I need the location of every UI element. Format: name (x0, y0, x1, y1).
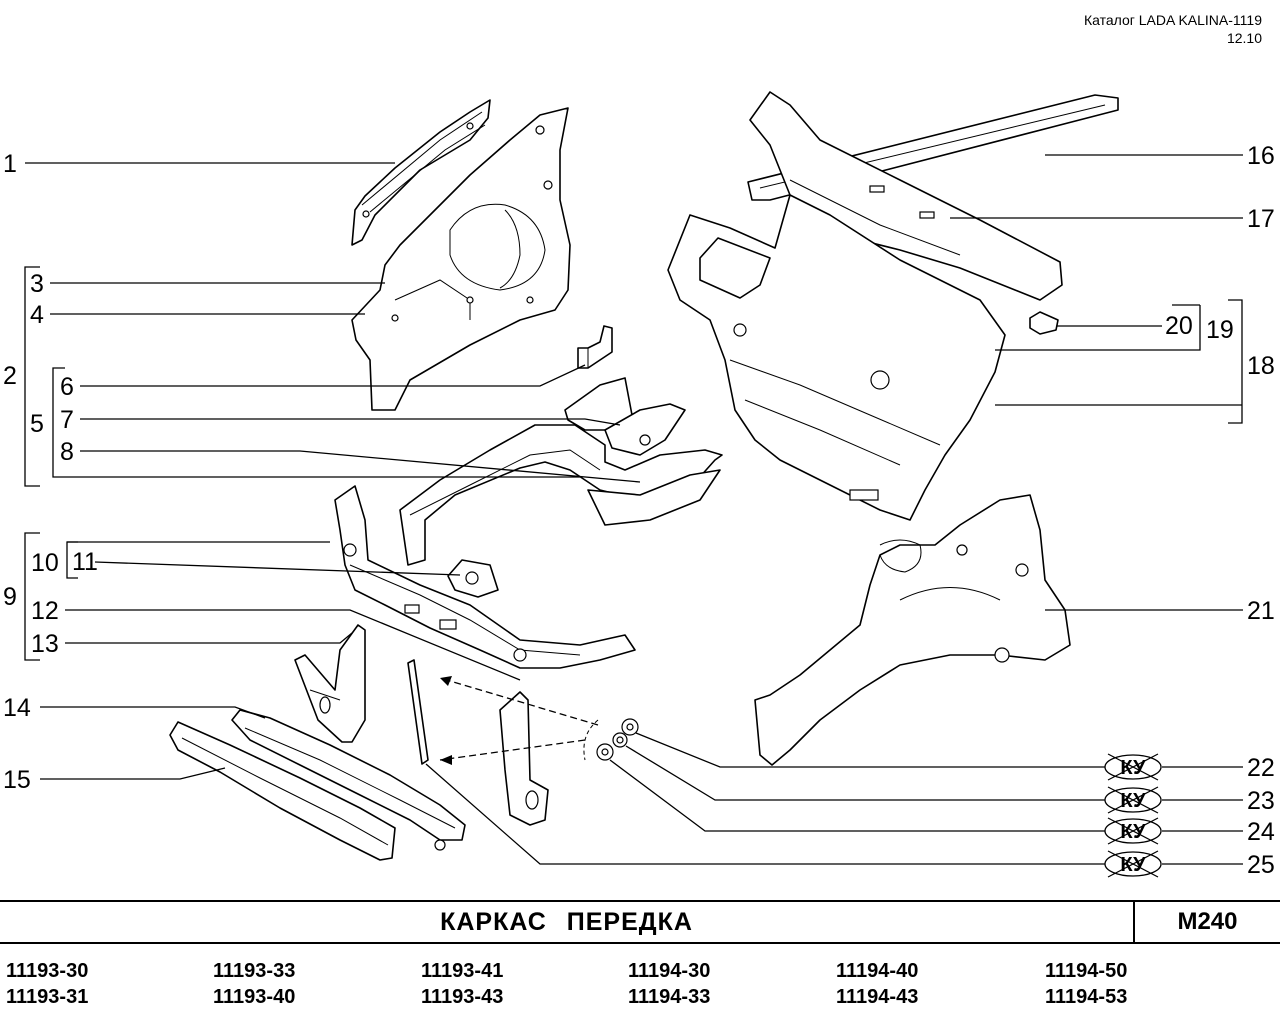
leader-lines (24, 154, 1243, 865)
fasteners-22-25 (583, 718, 639, 761)
model-code: 11193-31 (6, 986, 89, 1008)
callout-25: 25 (1247, 851, 1275, 879)
model-code: 11194-30 (628, 960, 711, 982)
callout-18: 18 (1247, 352, 1275, 380)
callout-9: 9 (3, 583, 17, 611)
part-21-wheel-arch (754, 494, 1071, 766)
callout-16: 16 (1247, 142, 1275, 170)
model-code: 11194-53 (1045, 986, 1128, 1008)
part-9-12-radiator-frame (334, 485, 636, 669)
callout-8: 8 (60, 438, 74, 466)
assembly-arrows (439, 676, 599, 765)
part-14-lower-crossmember (231, 709, 466, 851)
sheet-code: М240 (1133, 902, 1280, 942)
callout-numbers: 1 2 3 4 5 6 7 8 9 10 11 12 13 14 15 16 1… (3, 142, 1275, 879)
callout-21: 21 (1247, 597, 1275, 625)
part-7-reinforcement (564, 377, 686, 456)
part-11-bracket (447, 559, 499, 598)
part-20-pad (1029, 311, 1059, 335)
page-title: КАРКАС ПЕРЕДКА (440, 908, 693, 936)
ku-mark-22: КУ (1104, 753, 1162, 781)
part-1-upper-rail (351, 99, 491, 246)
callout-13: 13 (31, 630, 59, 658)
part-15-bumper-beam (169, 721, 396, 861)
callout-7: 7 (60, 406, 74, 434)
title-bar: КАРКАС ПЕРЕДКА М240 (0, 900, 1280, 944)
model-code: 11194-40 (836, 960, 919, 982)
part-6-bracket (577, 325, 613, 369)
ku-label: КУ (1120, 821, 1146, 843)
callout-22: 22 (1247, 754, 1275, 782)
callout-23: 23 (1247, 787, 1275, 815)
part-18-dash-panel (667, 194, 1006, 521)
ku-mark-24: КУ (1104, 817, 1162, 845)
ku-mark-23: КУ (1104, 786, 1162, 814)
ku-marks: КУ КУ КУ КУ (1104, 753, 1162, 878)
model-code: 11193-33 (213, 960, 296, 982)
model-code: 11193-30 (6, 960, 89, 982)
callout-17: 17 (1247, 205, 1275, 233)
exploded-parts-diagram: КУ КУ КУ КУ 1 2 (3, 91, 1275, 879)
callout-15: 15 (3, 766, 31, 794)
callout-14: 14 (3, 694, 31, 722)
ku-mark-25: КУ (1104, 850, 1162, 878)
callout-12: 12 (31, 597, 59, 625)
callout-1: 1 (3, 150, 17, 178)
callout-11: 11 (72, 548, 98, 576)
part-side-bracket (499, 691, 549, 826)
part-25-vertical-strap (407, 659, 429, 765)
callout-4: 4 (30, 301, 44, 329)
part-13-strut (294, 624, 366, 743)
ku-label: КУ (1120, 854, 1146, 876)
part-3-4-wheel-arch (351, 107, 571, 411)
callout-6: 6 (60, 373, 74, 401)
model-code: 11193-41 (421, 960, 504, 982)
ku-label: КУ (1120, 790, 1146, 812)
callout-2: 2 (3, 362, 17, 390)
callout-20: 20 (1165, 312, 1193, 340)
model-code: 11193-40 (213, 986, 296, 1008)
ku-label: КУ (1120, 757, 1146, 779)
callout-3: 3 (30, 270, 44, 298)
callout-24: 24 (1247, 818, 1275, 846)
model-code: 11194-50 (1045, 960, 1128, 982)
model-code: 11193-43 (421, 986, 504, 1008)
callout-19: 19 (1206, 316, 1234, 344)
callout-5: 5 (30, 410, 44, 438)
model-code: 11194-43 (836, 986, 919, 1008)
catalog-date: 12.10 (1226, 30, 1262, 46)
model-code: 11194-33 (628, 986, 711, 1008)
catalog-name: Каталог LADA KALINA-1119 (1083, 12, 1262, 28)
part-5-8-side-member (399, 424, 723, 566)
callout-10: 10 (31, 549, 59, 577)
